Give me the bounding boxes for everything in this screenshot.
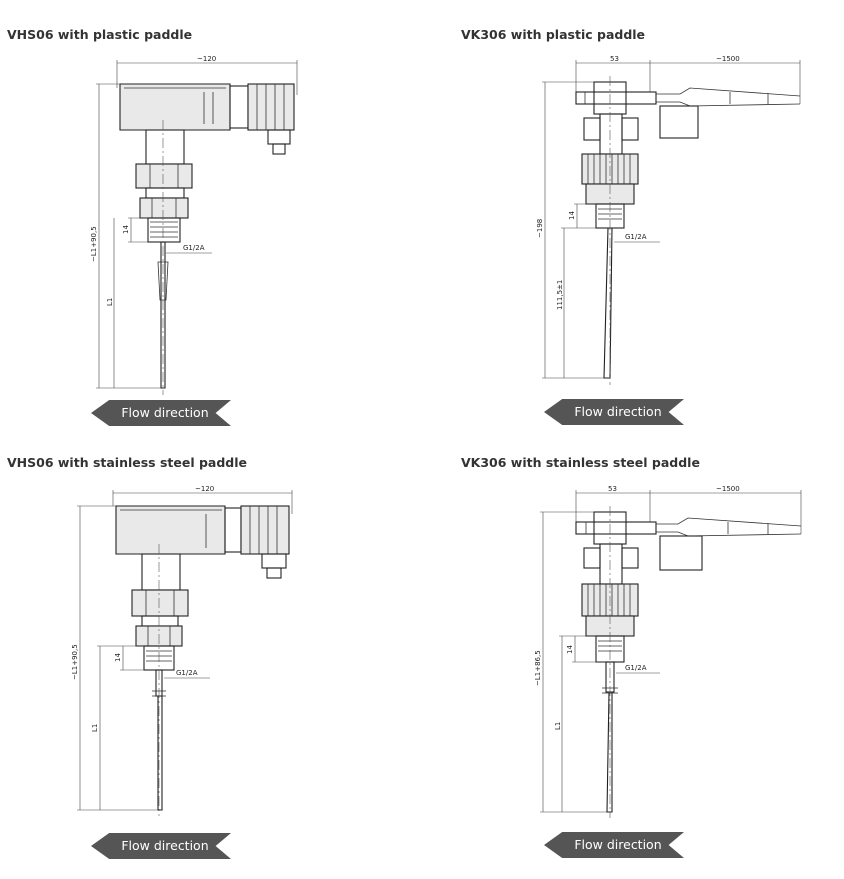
dim-body-width: 53 [608,485,617,493]
dim-width: ~120 [195,485,214,493]
panel-vhs06-plastic: VHS06 with plastic paddle ~120 [0,0,420,440]
vhs06-plastic-drawing: ~120 ~L1+90,5 [90,55,298,395]
dim-body-width: 53 [610,55,619,63]
dim-cable: ~1500 [716,55,740,63]
flow-direction-badge: Flow direction [544,832,684,858]
panel-title: VK306 with stainless steel paddle [461,455,700,470]
dim-height: ~L1+90,5 [90,226,98,262]
dim-height: ~L1+86,5 [534,650,542,686]
flow-direction-badge: Flow direction [91,400,231,426]
panel-vk306-stainless: VK306 with stainless steel paddle 53 ~15… [420,440,844,879]
panel-title: VHS06 with plastic paddle [7,27,193,42]
dim-height: ~198 [536,219,544,238]
dim-paddle: 111,5±1 [556,280,564,310]
arrow-left-icon [91,833,231,859]
flow-direction-label: Flow direction [574,404,662,419]
arrow-left-icon [544,399,684,425]
vk306-plastic-drawing: 53 ~1500 ~19 [536,55,801,385]
dim-thread: G1/2A [176,669,198,677]
flow-direction-badge: Flow direction [544,399,684,425]
dim-thread-len: 14 [122,225,130,234]
dim-thread-len: 14 [566,645,574,654]
dim-paddle: L1 [106,298,114,306]
flow-direction-badge: Flow direction [91,833,231,859]
flow-direction-label: Flow direction [121,838,209,853]
dim-paddle: L1 [554,722,562,730]
dim-height: ~L1+90,5 [71,644,79,680]
dim-thread: G1/2A [183,244,205,252]
panel-title: VHS06 with stainless steel paddle [7,455,248,470]
arrow-left-icon [544,832,684,858]
vk306-stainless-drawing: 53 ~1500 ~L1 [534,485,802,818]
arrow-left-icon [91,400,231,426]
panel-vhs06-stainless: VHS06 with stainless steel paddle ~120 [0,440,420,879]
flow-direction-label: Flow direction [121,405,209,420]
panel-vk306-plastic: VK306 with plastic paddle 53 ~1500 [420,0,844,440]
dim-thread: G1/2A [625,233,647,241]
dim-thread-len: 14 [114,653,122,662]
vhs06-stainless-drawing: ~120 ~L1+90,5 [71,485,293,816]
panel-title: VK306 with plastic paddle [461,27,646,42]
dim-thread: G1/2A [625,664,647,672]
flow-direction-label: Flow direction [574,837,662,852]
dim-thread-len: 14 [568,211,576,220]
dim-paddle: L1 [91,724,99,732]
dim-cable: ~1500 [716,485,740,493]
dim-width: ~120 [197,55,216,63]
